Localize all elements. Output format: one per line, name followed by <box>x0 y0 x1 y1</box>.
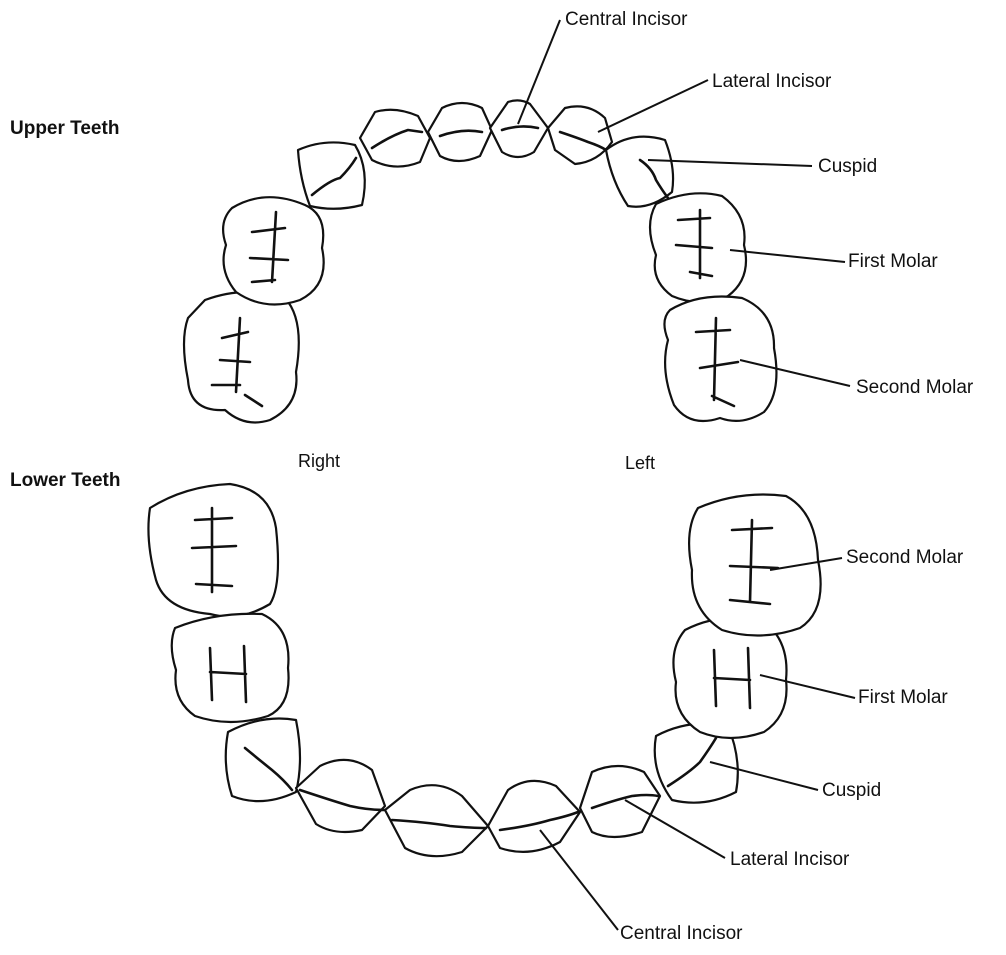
upper-central-incisor-label: Central Incisor <box>565 10 688 29</box>
upper-left-second-molar <box>664 297 776 422</box>
lower-first-molar-label: First Molar <box>858 688 948 707</box>
lower-right-lateral-incisor <box>296 760 385 832</box>
upper-teeth-heading: Upper Teeth <box>10 119 119 138</box>
lower-left-lateral-incisor <box>580 766 660 837</box>
right-side-label: Right <box>298 452 340 470</box>
upper-lateral-incisor-label: Lateral Incisor <box>712 72 831 91</box>
upper-left-cuspid <box>606 137 673 207</box>
lower-right-first-molar <box>172 614 289 722</box>
upper-right-cuspid <box>298 142 365 208</box>
upper-cuspid-label: Cuspid <box>818 157 877 176</box>
lower-second-molar-label: Second Molar <box>846 548 963 567</box>
upper-right-second-molar <box>184 292 299 422</box>
upper-left-central-incisor <box>490 100 548 157</box>
upper-right-lateral-incisor <box>360 110 430 167</box>
upper-left-lateral-incisor <box>548 106 612 164</box>
lower-cuspid-label: Cuspid <box>822 781 881 800</box>
upper-second-molar-label: Second Molar <box>856 378 973 397</box>
lower-right-cuspid <box>226 719 300 802</box>
lower-teeth-heading: Lower Teeth <box>10 471 121 490</box>
lower-lateral-incisor-label: Lateral Incisor <box>730 850 849 869</box>
lower-arch <box>148 484 820 856</box>
upper-first-molar-label: First Molar <box>848 252 938 271</box>
left-side-label: Left <box>625 454 655 472</box>
upper-arch <box>184 100 776 422</box>
lower-central-incisor-label: Central Incisor <box>620 924 743 943</box>
